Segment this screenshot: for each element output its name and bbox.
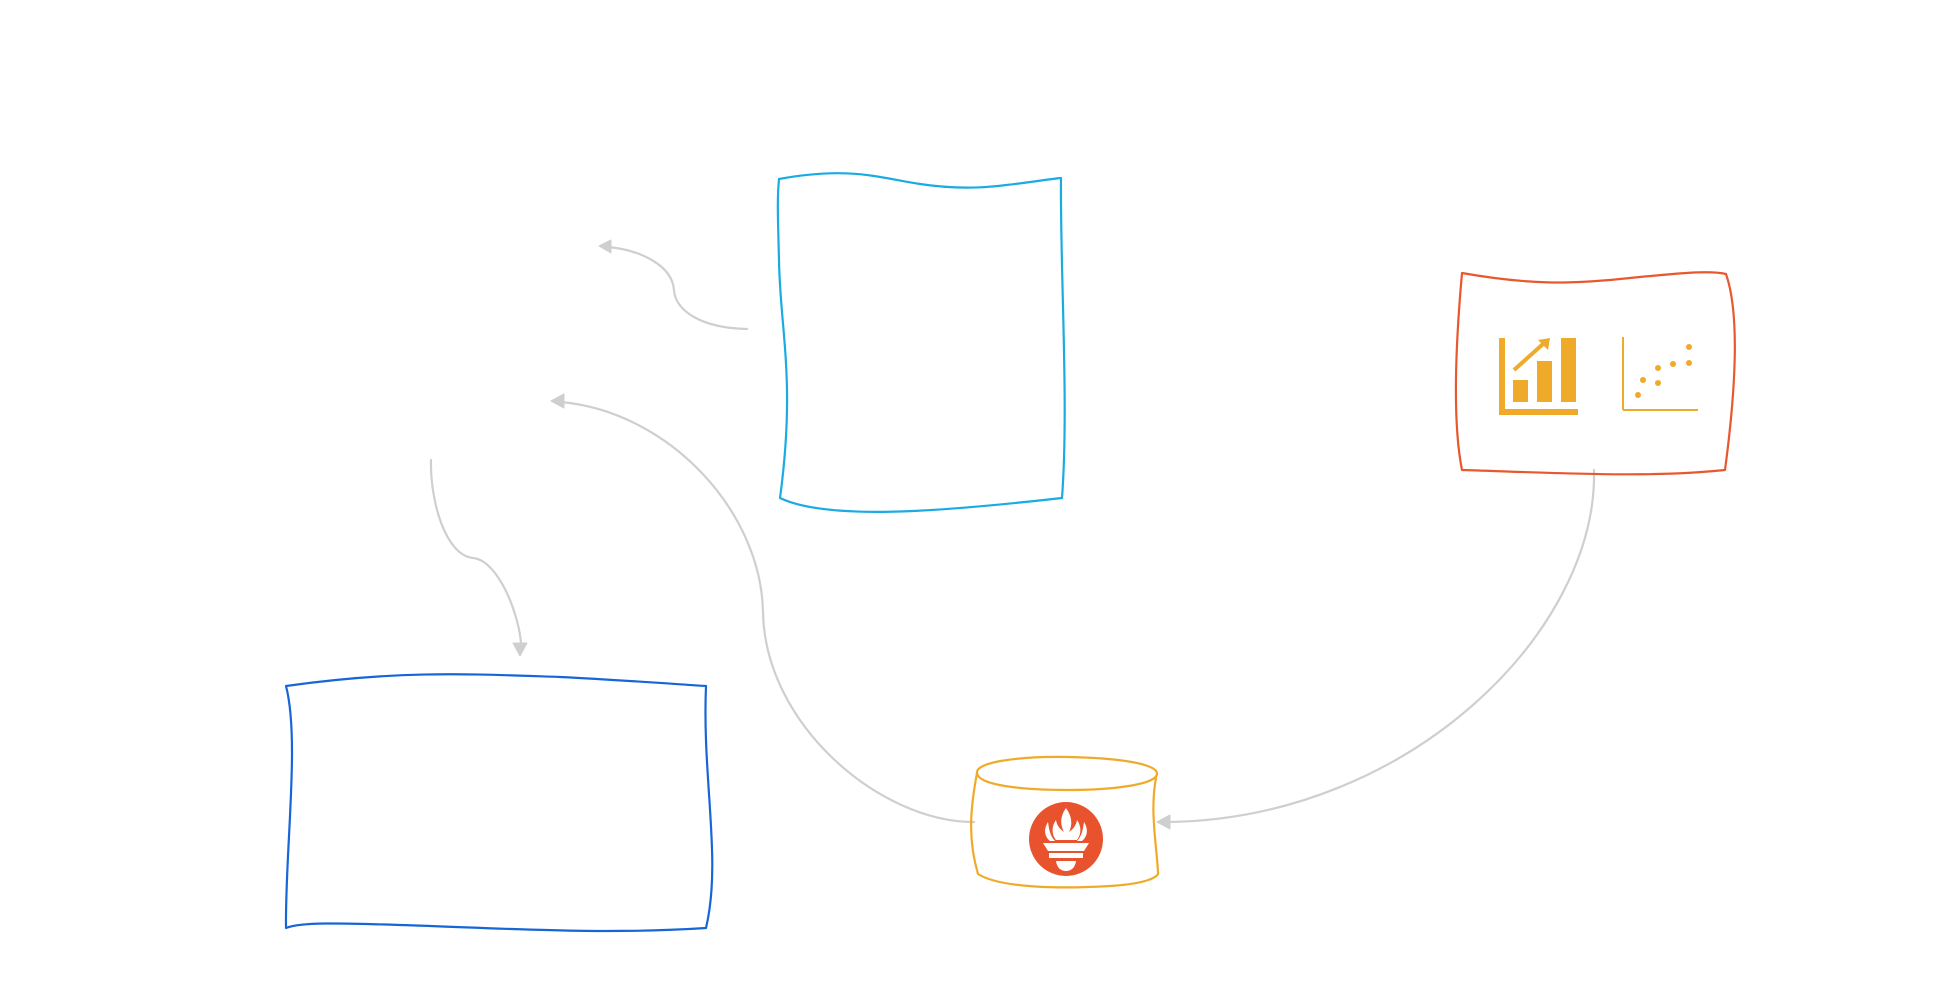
connectors	[429, 239, 1596, 830]
edge-database-to-left[interactable]	[559, 400, 976, 824]
database-cylinder-body	[970, 771, 1160, 889]
box-right-charts[interactable]	[1454, 271, 1736, 476]
bar-chart-trend-icon	[1499, 338, 1578, 415]
database-prometheus[interactable]	[970, 755, 1160, 889]
arrowhead-charts-box-to-database	[1156, 814, 1171, 830]
scatter-plot-icon	[1622, 337, 1698, 411]
arrowhead-top-box-to-left	[598, 239, 612, 254]
database-cylinder-top	[975, 755, 1159, 792]
box-bottom-left[interactable]	[284, 673, 714, 933]
prometheus-torch-icon	[1029, 802, 1103, 876]
arrowhead-database-to-left	[550, 393, 565, 409]
box-top-center[interactable]	[776, 172, 1066, 513]
arrowhead-left-to-bottom-box	[512, 642, 528, 657]
edge-left-to-bottom-box[interactable]	[429, 458, 523, 645]
edge-charts-box-to-database[interactable]	[1168, 468, 1596, 824]
edge-top-box-to-left[interactable]	[606, 245, 749, 331]
